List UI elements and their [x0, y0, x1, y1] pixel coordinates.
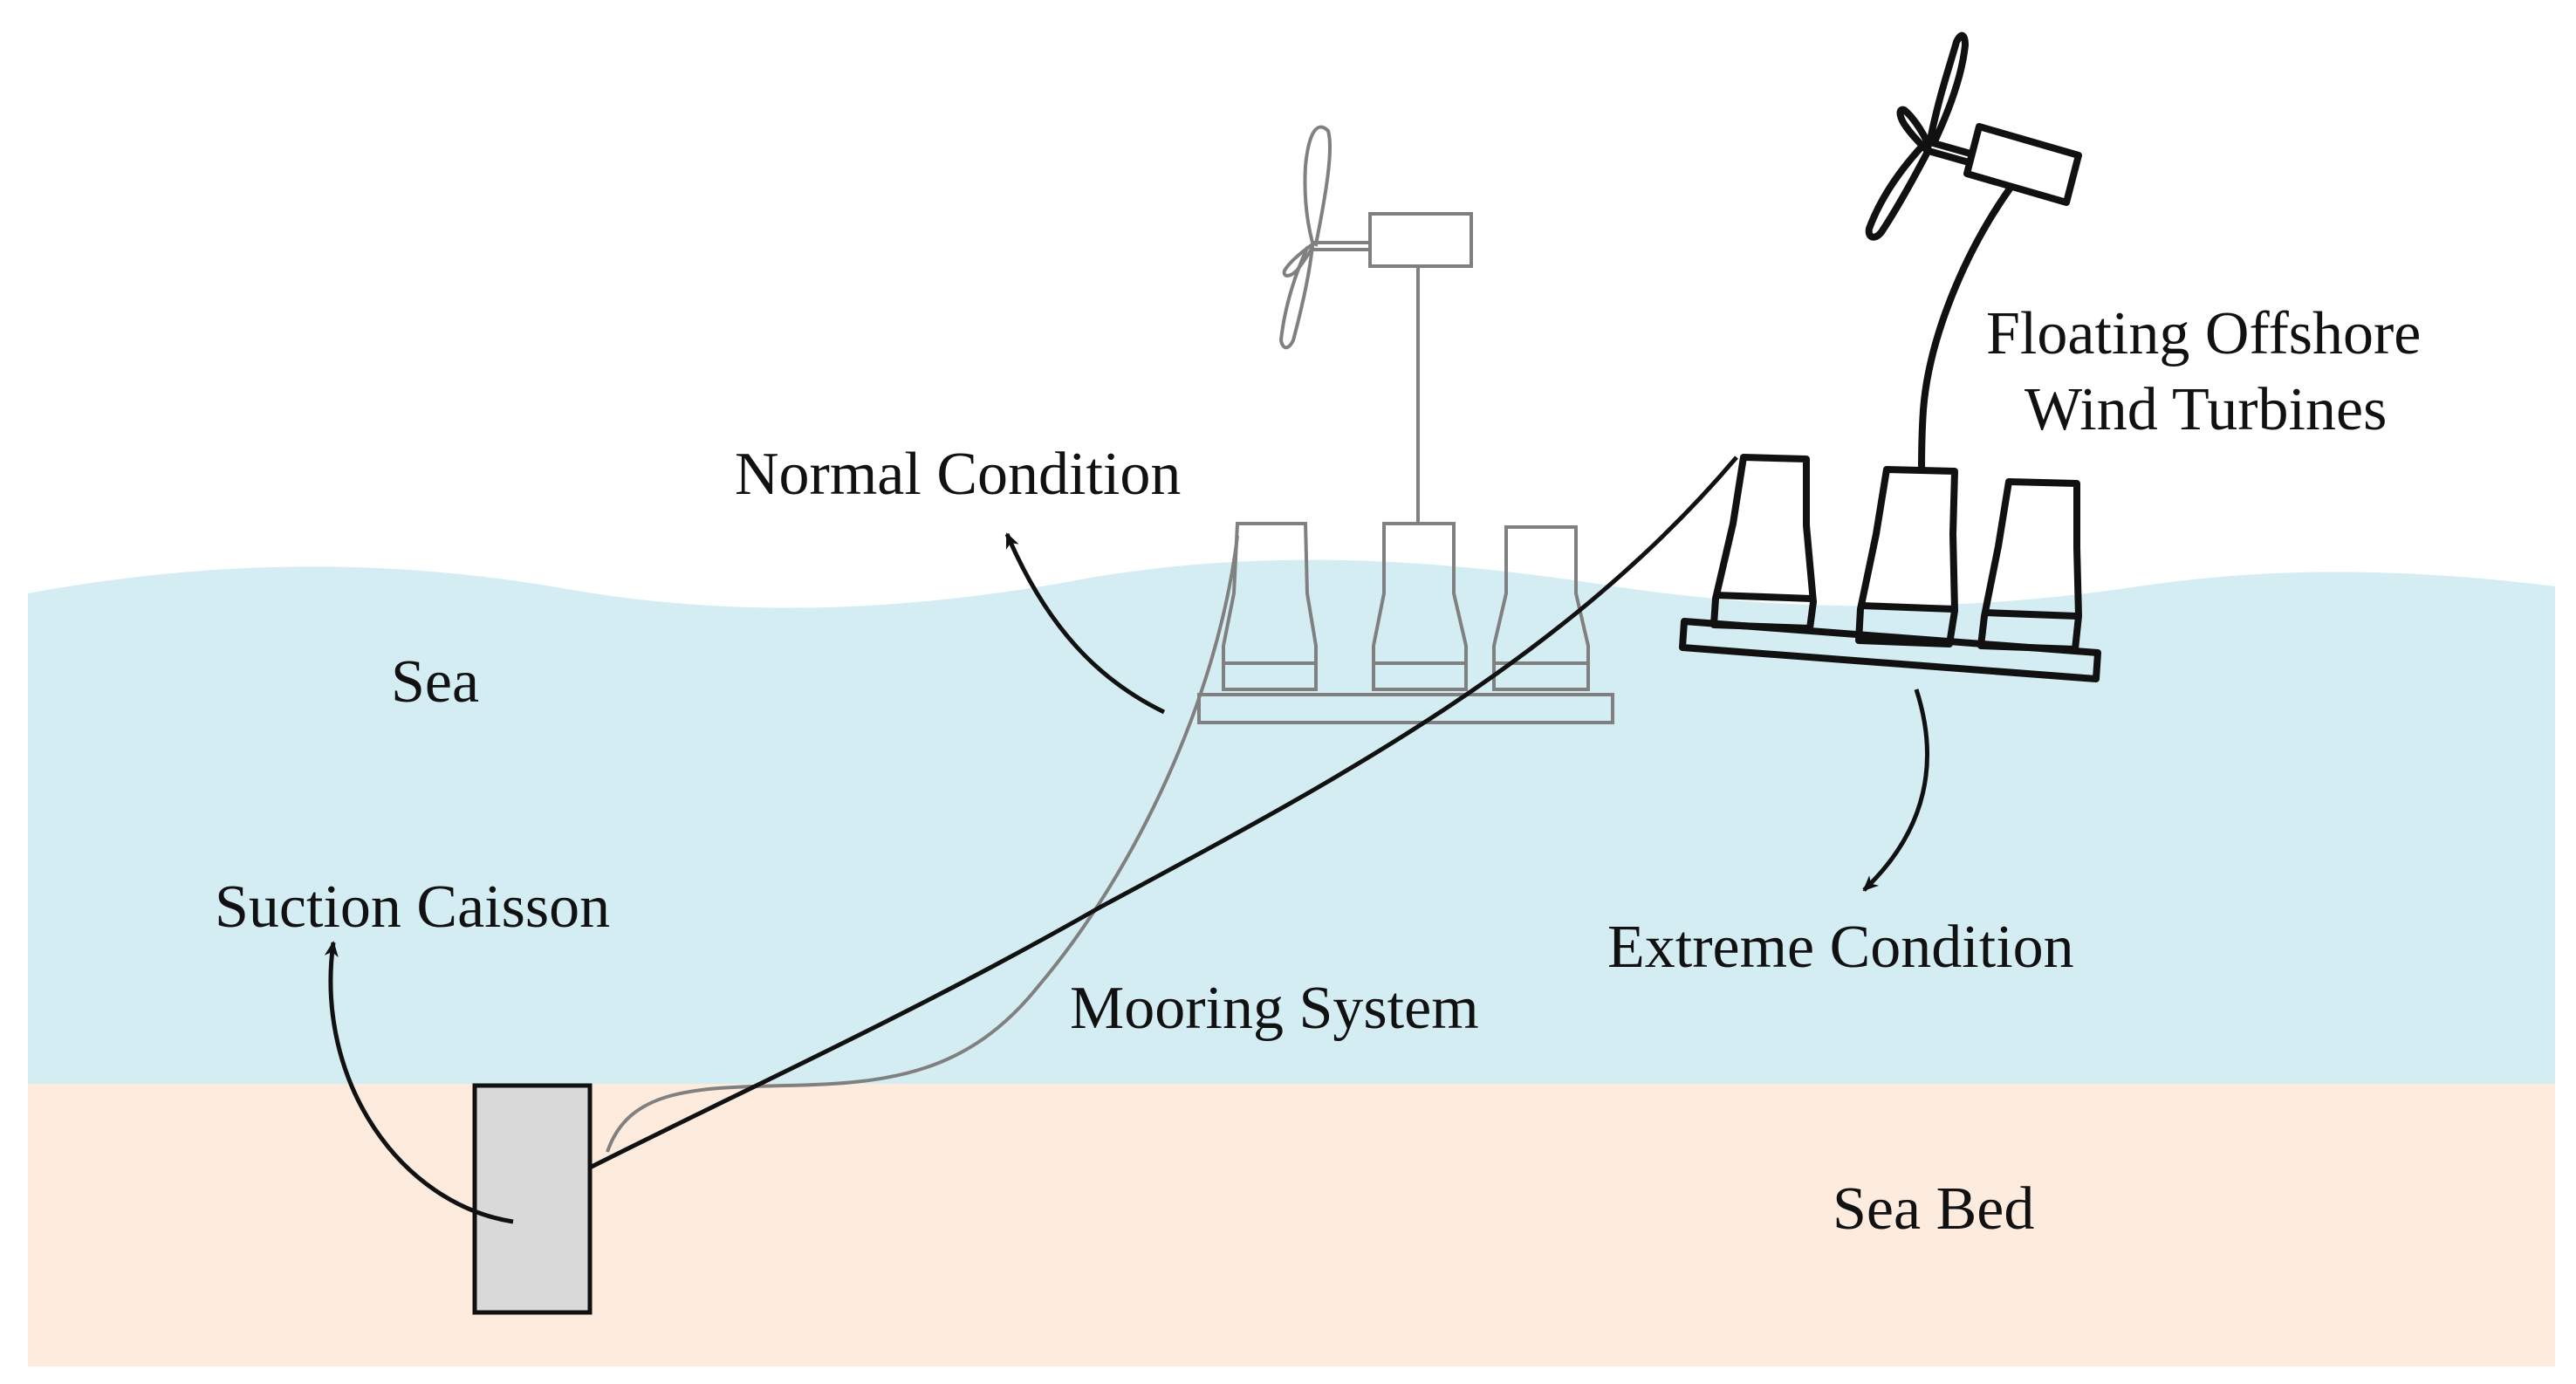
sea-bed-label: Sea Bed — [1833, 1175, 2034, 1243]
normal-floater-right — [1492, 525, 1590, 691]
floating-turbines-label-line1: Floating Offshore — [1986, 300, 2421, 367]
normal-mooring-line — [606, 535, 1239, 1153]
normal-condition-label: Normal Condition — [735, 441, 1181, 508]
extreme-blade-back — [1896, 106, 1932, 154]
extreme-condition-arrow — [1862, 689, 1929, 892]
floating-turbines-label-line2: Wind Turbines — [2024, 376, 2387, 443]
normal-floater-left — [1222, 522, 1318, 691]
suction-caisson — [472, 1083, 593, 1315]
pointer-arrows — [324, 532, 1929, 1224]
extreme-blade-lower — [1865, 141, 1932, 241]
normal-condition-turbine — [606, 125, 1614, 1153]
extreme-mooring-line — [585, 456, 1738, 1172]
normal-platform — [1197, 693, 1614, 724]
suction-caisson-label: Suction Caisson — [215, 874, 610, 941]
normal-floater-center — [1372, 522, 1468, 691]
extreme-condition-label: Extreme Condition — [1607, 914, 2074, 981]
extreme-nacelle — [1963, 123, 2082, 206]
extreme-condition-turbine — [1679, 31, 2101, 682]
normal-blade-lower — [1278, 243, 1315, 350]
sea-region — [28, 559, 2555, 1084]
sea-bed-region — [28, 1084, 2555, 1367]
normal-blade-upper — [1303, 125, 1333, 247]
sea-label: Sea — [391, 648, 479, 716]
extreme-blade-upper — [1927, 31, 1969, 147]
normal-nacelle — [1368, 212, 1473, 268]
extreme-tower — [1918, 182, 2016, 472]
suction-caisson-arrow — [324, 941, 514, 1224]
mooring-system-label: Mooring System — [1070, 975, 1479, 1042]
normal-condition-arrow — [1004, 532, 1166, 715]
normal-blade-back — [1282, 241, 1314, 277]
extreme-platform — [1679, 618, 2101, 682]
